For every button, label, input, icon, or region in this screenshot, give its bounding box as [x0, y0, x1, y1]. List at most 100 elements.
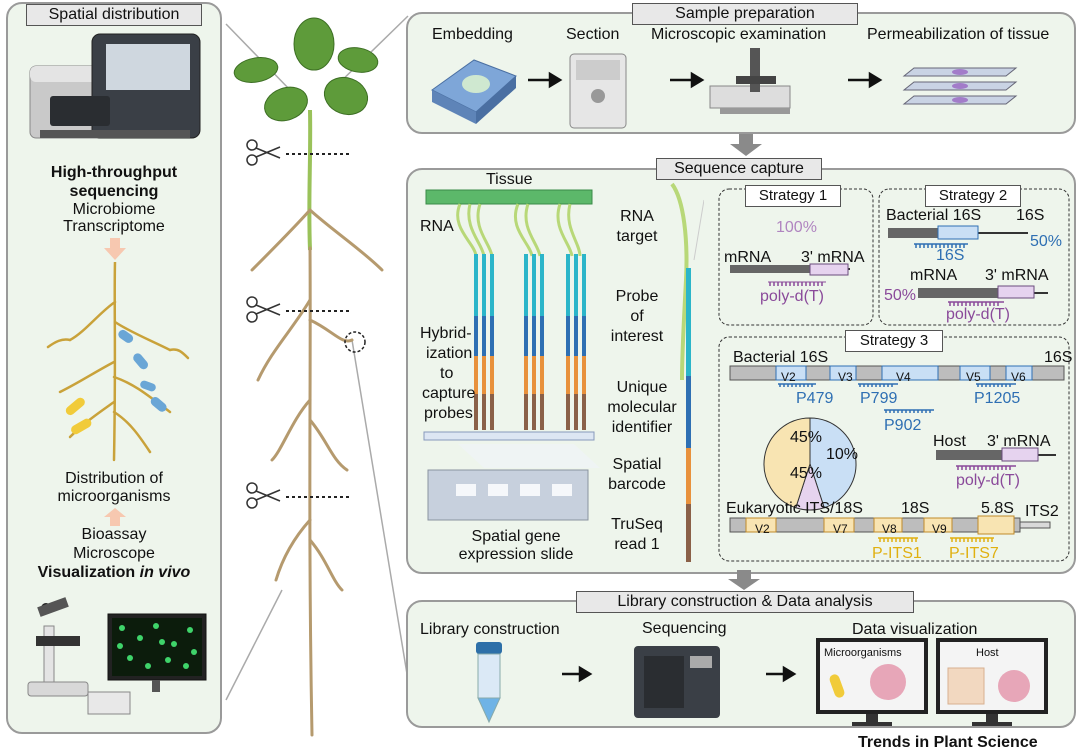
strategy3-euk: Eukaryotic ITS/18S — [726, 500, 863, 517]
region-v4: V4 — [896, 370, 911, 384]
umi-line1: Unique — [616, 379, 668, 396]
distribution-line2: microorganisms — [57, 488, 171, 505]
probe-column-3 — [566, 254, 586, 430]
probe-p1205: P1205 — [974, 390, 1021, 407]
strategy3-16s: 16S — [1044, 349, 1073, 366]
strategy2-title: Strategy 2 — [925, 185, 1021, 207]
strategy1-mrna3: 3' mRNA — [801, 249, 865, 266]
strategy3-pie-chart — [763, 417, 857, 511]
strategy2-bacterial: Bacterial 16S — [886, 207, 982, 224]
hybrid-line5: probes — [424, 405, 473, 422]
probe-line3: interest — [610, 328, 664, 345]
scissors-icon — [246, 139, 281, 509]
down-arrow-gray-1 — [730, 134, 762, 156]
probe-p479: P479 — [796, 390, 834, 407]
strategy3-18s: 18S — [901, 500, 930, 517]
probe-column-1 — [474, 254, 494, 430]
probe-p799: P799 — [860, 390, 898, 407]
visualization-in-vivo: Visualization in vivo — [6, 563, 222, 582]
barcode-line1: Spatial — [612, 456, 662, 473]
euk-region-v2: V2 — [755, 522, 770, 536]
strategy3-bacterial: Bacterial 16S — [733, 349, 829, 366]
probe-structure-bar — [670, 182, 704, 562]
microbiome-label: Microbiome — [72, 201, 156, 218]
distribution-line1: Distribution of — [65, 470, 163, 487]
umi-line2: molecular — [607, 399, 677, 416]
up-arrow-icon — [104, 508, 126, 526]
rna-target-line2: target — [616, 228, 658, 245]
spatial-slide-icon — [427, 444, 600, 521]
microscope-monitor-illustration — [27, 597, 207, 715]
euk-region-v8: V8 — [882, 522, 897, 536]
sequencer-machine-icon — [29, 33, 201, 139]
strategy2-16s: 16S — [1016, 207, 1045, 224]
hybrid-line2: ization — [426, 345, 473, 362]
bioassay-label: Bioassay — [81, 526, 147, 543]
plant-illustration — [225, 15, 409, 737]
truseq-line1: TruSeq — [611, 516, 663, 533]
spatial-distribution-title: Spatial distribution — [26, 4, 202, 26]
strategy2-box — [878, 188, 1070, 326]
strategy2-polydt: poly-d(T) — [946, 306, 1011, 323]
hybrid-line4: capture — [422, 385, 476, 402]
probe-column-2 — [524, 254, 544, 430]
pie-label-45-bottom: 45% — [790, 465, 823, 482]
screen-microorganisms: Microorganisms — [824, 647, 902, 659]
library-illustrations — [476, 638, 1048, 726]
library-title: Library construction & Data analysis — [576, 591, 914, 613]
step-sequencing: Sequencing — [642, 620, 727, 637]
strategy3-host-polydt: poly-d(T) — [956, 472, 1021, 489]
visualization-label: Visualization — [37, 564, 136, 581]
strategy2-pct50b: 50% — [884, 287, 917, 304]
strategy3-58s: 5.8S — [981, 500, 1014, 517]
step-data-visualization: Data visualization — [852, 621, 978, 638]
region-v6: V6 — [1011, 370, 1026, 384]
strategy3-title: Strategy 3 — [845, 330, 943, 352]
pie-label-45-top: 45% — [790, 429, 823, 446]
sample-prep-title: Sample preparation — [632, 3, 858, 25]
euk-probe-pits7: P-ITS7 — [949, 545, 999, 562]
strategy1-pct: 100% — [776, 219, 817, 236]
strategy2-pct50a: 50% — [1030, 233, 1063, 250]
microscope-label: Microscope — [73, 545, 155, 562]
probe-line1: Probe — [615, 288, 659, 305]
euk-region-v7: V7 — [833, 522, 848, 536]
pie-slice-0 — [809, 417, 857, 509]
step-microscopic: Microscopic examination — [651, 26, 827, 43]
sample-prep-illustrations — [431, 48, 1018, 129]
strategy3-host-mrna3: 3' mRNA — [987, 433, 1051, 450]
sequence-capture-title: Sequence capture — [656, 158, 822, 180]
step-permeabilization: Permeabilization of tissue — [867, 26, 1050, 43]
strategy2-probe-16s: 16S — [936, 247, 965, 264]
arrow-icon — [562, 665, 797, 683]
step-embedding: Embedding — [432, 26, 513, 43]
capture-probes-illustration — [423, 189, 595, 441]
arrow-icon — [528, 71, 883, 89]
strategy1-title: Strategy 1 — [745, 185, 841, 207]
down-arrow-gray-2 — [728, 570, 760, 590]
pie-label-10: 10% — [826, 446, 859, 463]
euk-probe-pits1: P-ITS1 — [872, 545, 922, 562]
tissue-label: Tissue — [486, 171, 533, 188]
strategy2-mrna: mRNA — [910, 267, 958, 284]
hybrid-line3: to — [440, 365, 454, 382]
journal-footer: Trends in Plant Science — [858, 734, 1038, 751]
strategy3-box — [718, 336, 1070, 562]
strategy1-mrna: mRNA — [724, 249, 772, 266]
slide-label-line2: expression slide — [458, 546, 574, 563]
transcriptome-label: Transcriptome — [63, 218, 165, 235]
down-arrow-icon — [104, 238, 126, 260]
probe-p902: P902 — [884, 417, 922, 434]
in-vivo-label: in vivo — [139, 564, 191, 581]
screen-host: Host — [976, 647, 999, 659]
strategy2-mrna3: 3' mRNA — [985, 267, 1049, 284]
strategy3-its2: ITS2 — [1025, 503, 1059, 520]
hts-title-line1: High-throughput — [50, 164, 178, 181]
step-library-construction: Library construction — [420, 621, 560, 638]
region-v2: V2 — [781, 370, 796, 384]
pie-slice-2 — [763, 417, 811, 509]
barcode-line2: barcode — [608, 476, 666, 493]
hts-title-line2: sequencing — [69, 183, 159, 200]
rna-target-line1: RNA — [620, 208, 654, 225]
euk-region-v9: V9 — [932, 522, 947, 536]
